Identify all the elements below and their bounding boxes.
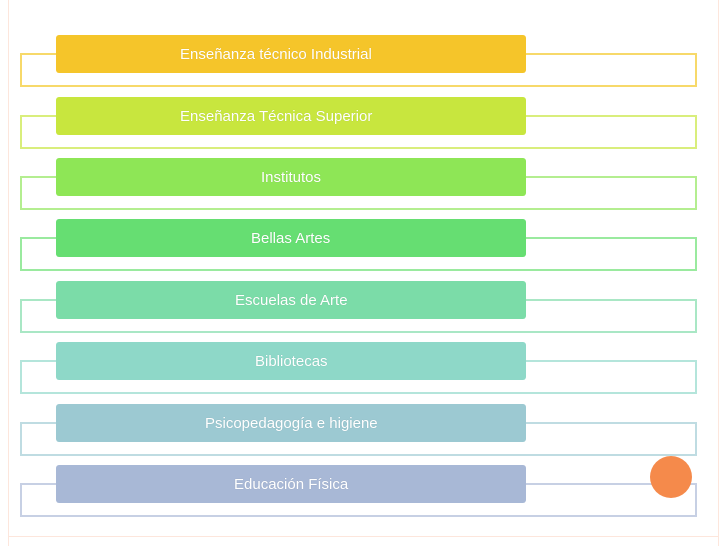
- item-label: Psicopedagogía e higiene: [205, 414, 378, 432]
- list-item: Educación Física: [0, 465, 728, 527]
- list-item: Escuelas de Arte: [0, 281, 728, 343]
- item-bar: Bellas Artes: [56, 219, 526, 257]
- item-bar: Enseñanza técnico Industrial: [56, 35, 526, 73]
- item-bar: Psicopedagogía e higiene: [56, 404, 526, 442]
- page-border-right: [718, 0, 719, 546]
- item-bar: Bibliotecas: [56, 342, 526, 380]
- item-label: Institutos: [261, 168, 322, 186]
- item-bar: Educación Física: [56, 465, 526, 503]
- list-item: Bibliotecas: [0, 342, 728, 404]
- page-border-left: [8, 0, 9, 546]
- item-label: Enseñanza Técnica Superior: [180, 107, 373, 125]
- list-item: Enseñanza Técnica Superior: [0, 97, 728, 159]
- item-label: Bellas Artes: [251, 229, 331, 247]
- item-bar: Escuelas de Arte: [56, 281, 526, 319]
- accent-circle: [650, 456, 692, 498]
- item-label: Enseñanza técnico Industrial: [180, 45, 372, 63]
- list-item: Psicopedagogía e higiene: [0, 404, 728, 466]
- item-label: Educación Física: [234, 475, 349, 493]
- page-border-bottom: [8, 536, 719, 537]
- list-item: Institutos: [0, 158, 728, 220]
- item-label: Bibliotecas: [255, 352, 328, 370]
- item-bar: Institutos: [56, 158, 526, 196]
- item-bar: Enseñanza Técnica Superior: [56, 97, 526, 135]
- item-label: Escuelas de Arte: [235, 291, 348, 309]
- list-item: Bellas Artes: [0, 219, 728, 281]
- list-item: Enseñanza técnico Industrial: [0, 35, 728, 97]
